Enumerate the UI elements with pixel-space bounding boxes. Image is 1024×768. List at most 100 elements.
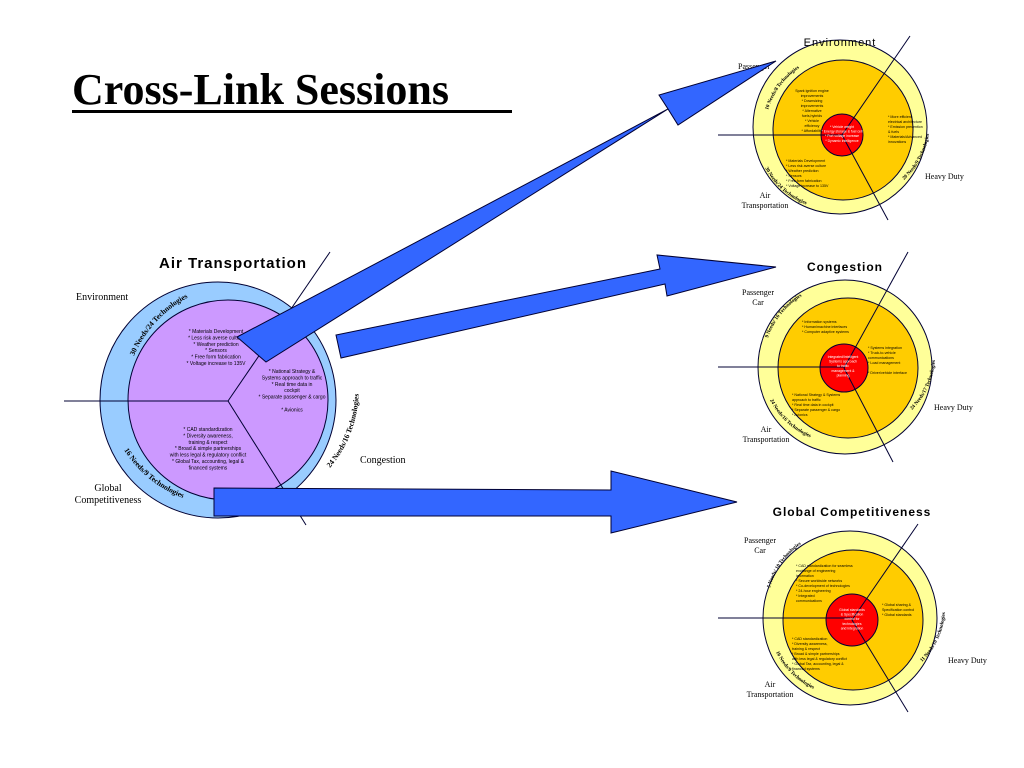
main-block-global-line: * CAD standardization	[183, 427, 232, 433]
glob-block-top-line: * Integrated	[796, 594, 815, 598]
glob-label-air-line: Air	[765, 680, 776, 689]
env-label-air-line: Transportation	[742, 201, 789, 210]
glob-label-heavy: Heavy Duty	[948, 656, 987, 665]
env-block-top-line: * Vehicle	[805, 119, 819, 123]
cong-label-heavy: Heavy Duty	[934, 403, 973, 412]
env-divider-lower	[841, 134, 889, 221]
main-block-global-line: * Diversity awareness,	[183, 433, 232, 439]
arrow-to-environment	[236, 60, 777, 363]
glob-divider-lower	[851, 619, 909, 713]
cong-block-right-line: communications	[868, 356, 894, 360]
env-block-core: * Vehicle weight* Energy storage & fuel …	[822, 125, 863, 143]
cong-block-bottom-line: * Separate passenger & cargo	[792, 408, 840, 412]
env-block-bottom-line: * Weather prediction	[786, 169, 819, 173]
glob-block-top-line: information	[796, 574, 814, 578]
cong-block-core-line: Systems approach	[829, 360, 857, 364]
env-label-air-line: Air	[760, 191, 771, 200]
glob-block-bottom-line: * Global Tax, accounting, legal &	[792, 662, 844, 666]
main-label-global-line: Global	[94, 483, 121, 494]
main-diagram-title: Air Transportation	[159, 255, 307, 272]
env-title: Environment	[804, 37, 877, 49]
main-block-congestion-line: * National Strategy &	[269, 369, 316, 375]
cong-block-core-line: to traffic	[837, 364, 849, 368]
main-block-congestion: * National Strategy &Systems approach to…	[259, 369, 326, 413]
cong-divider-lower	[843, 367, 894, 463]
main-block-global-line: with less legal & regulatory conflict	[170, 453, 247, 459]
env-block-bottom: * Materials Development* Less risk avers…	[786, 159, 829, 188]
main-block-congestion-line: cockpit	[284, 388, 300, 394]
arrow-to-global	[213, 470, 738, 534]
main-block-congestion-line	[291, 401, 292, 407]
arrow-to-congestion	[335, 254, 777, 359]
slide-title: Cross-Link Sessions	[72, 65, 512, 114]
glob-block-bottom-line: training & respect	[792, 647, 820, 651]
glob-block-core-line: technologies	[842, 622, 861, 626]
cong-block-bottom-line: * National Strategy & Systems	[792, 393, 840, 397]
glob-block-top-line: communications	[796, 599, 822, 603]
glob-block-top-line: * CAD standardization for seamless	[796, 564, 853, 568]
cong-block-right-line	[868, 366, 869, 370]
env-label-passenger-line: Passenger	[738, 62, 770, 71]
glob-block-bottom-line: * Diversity awareness,	[792, 642, 828, 646]
cong-label-heavy-line: Heavy Duty	[934, 403, 973, 412]
cong-block-top-line: * Computer adaptive systems	[802, 330, 849, 334]
main-block-congestion-line: * Avionics	[281, 407, 303, 413]
env-label-passenger: Passenger	[738, 62, 770, 71]
env-block-top-line: improvements	[801, 94, 824, 98]
env-block-bottom-line: * Materials Development	[786, 159, 825, 163]
env-block-right-line: * Emission prevention	[888, 125, 923, 129]
cong-label-air-line: Transportation	[743, 435, 790, 444]
env-block-right-line: innovations	[888, 140, 906, 144]
env-block-core-line: * Dynamic intelligence	[825, 139, 858, 143]
glob-block-right-line: * Global sharing &	[882, 603, 912, 607]
glob-block-top-line: * Co-development of technologies	[796, 584, 850, 588]
glob-block-right-line: Specification control	[882, 608, 914, 612]
env-divider-upper	[841, 35, 911, 136]
glob-block-core-line: and integration	[841, 626, 864, 630]
env-block-top-line: efficiency	[805, 124, 820, 128]
env-block-right-line: electrical architecture	[888, 120, 922, 124]
cong-block-top-line: * Information systems	[802, 320, 837, 324]
env-block-top-line: * Alternative	[802, 109, 821, 113]
main-block-congestion-line: * Separate passenger & cargo	[259, 395, 326, 401]
cong-label-passenger-line: Car	[752, 298, 764, 307]
glob-block-bottom-line: * Broad & simple partnerships	[792, 652, 840, 656]
title-underline	[72, 110, 512, 113]
main-block-environment: * Materials Development* Less risk avers…	[187, 329, 247, 367]
env-block-top-line: * Affordability	[802, 129, 823, 133]
main-block-environment-line: * Materials Development	[189, 329, 244, 335]
main-block-global-line: * Global Tax, accounting, legal &	[172, 459, 245, 465]
glob-label-passenger-line: Car	[754, 546, 766, 555]
glob-block-bottom: * CAD standardization* Diversity awarene…	[792, 637, 847, 671]
env-block-core-line: * Port voltage increase	[825, 134, 859, 138]
cong-title: Congestion	[807, 260, 883, 274]
glob-label-passenger-line: Passenger	[744, 536, 776, 545]
main-block-global-line: training & respect	[189, 440, 229, 446]
glob-divider-upper	[851, 523, 919, 621]
glob-block-right-line: * Global standards	[882, 613, 912, 617]
cong-block-right-line: * Truck-to-vehicle	[868, 351, 896, 355]
cong-block-top: * Information systems* Human/machine int…	[802, 320, 849, 334]
main-block-global: * CAD standardization* Diversity awarene…	[170, 427, 247, 471]
cong-block-bottom-line: * Real time data in cockpit	[792, 403, 834, 407]
cong-block-top-line: * Human/machine interfaces	[802, 325, 847, 329]
env-label-heavy-line: Heavy Duty	[925, 172, 964, 181]
glob-block-bottom-line: * CAD standardization	[792, 637, 827, 641]
glob-block-top-line: exchange of engineering	[796, 569, 835, 573]
cong-block-right-line: * Systems integration	[868, 346, 902, 350]
env-block-top-line: improvements	[801, 104, 824, 108]
main-block-environment-line: * Less risk averse culture	[188, 335, 244, 341]
main-block-global-line: financed systems	[189, 465, 228, 471]
